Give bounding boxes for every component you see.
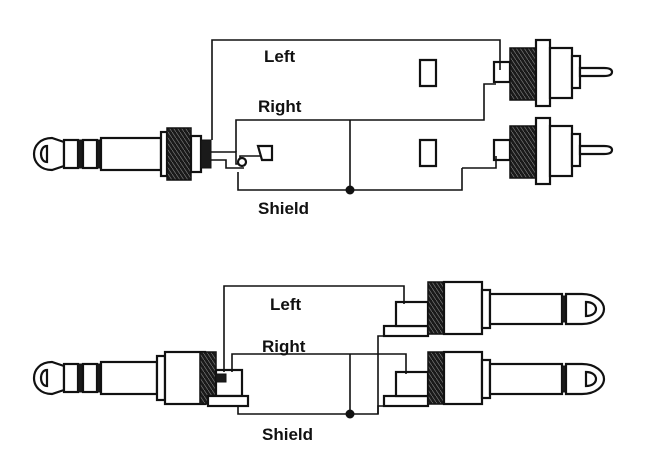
diagram-top: Left Right Shield	[32, 38, 614, 218]
trs-plug-bottom	[32, 350, 250, 408]
wire-shield-bottom-b	[377, 405, 392, 414]
wire-right-bottom	[231, 353, 407, 374]
label-right: Right	[258, 97, 302, 116]
junction-dot-top	[345, 185, 355, 195]
wire-left-bottom	[223, 285, 405, 372]
label-shield: Shield	[262, 425, 313, 444]
wire-right-top	[235, 83, 496, 152]
ts-plug-bottom-left-channel	[382, 280, 606, 338]
trs-plug-top	[32, 127, 274, 181]
wire-left-top	[211, 39, 501, 140]
label-left: Left	[264, 47, 296, 66]
label-shield: Shield	[258, 199, 309, 218]
label-right: Right	[262, 337, 306, 356]
junction-dot-bottom	[345, 409, 355, 419]
diagram-bottom: Left Right Shield	[32, 280, 606, 444]
rca-plug-top-left-channel	[418, 38, 614, 108]
rca-plug-top-right-channel	[418, 116, 614, 186]
ts-plug-bottom-right-channel	[382, 350, 606, 408]
wire-shield-top-b	[462, 156, 497, 169]
label-left: Left	[270, 295, 302, 314]
